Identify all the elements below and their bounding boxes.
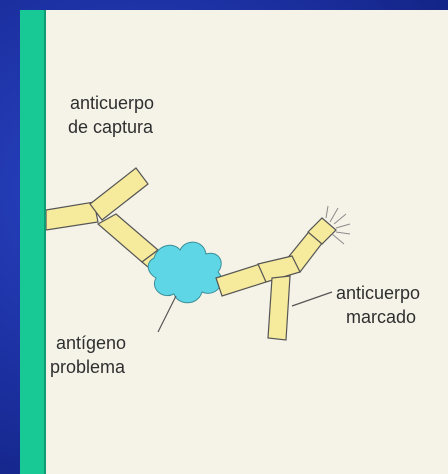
capture-antibody-lower-arm (98, 214, 158, 262)
capture-antibody-label-line2: de captura (68, 116, 153, 139)
side-accent-bar (20, 10, 46, 474)
antigen-label-line1: antígeno (56, 332, 126, 355)
antigen-blob (148, 242, 221, 303)
labeled-antibody-label-line1: anticuerpo (336, 282, 420, 305)
labeled-antibody-label-line2: marcado (346, 306, 416, 329)
labeled-antibody-stem (268, 276, 290, 340)
antigen-label-line2: problema (50, 356, 125, 379)
capture-antibody-upper-arm (90, 168, 148, 220)
antigen-pointer-line (158, 296, 176, 332)
labeled-antibody-lower-arm (216, 264, 266, 296)
elisa-sandwich-diagram (46, 10, 448, 474)
capture-antibody-label-line1: anticuerpo (70, 92, 154, 115)
diagram-panel: anticuerpo de captura antígeno problema … (46, 10, 448, 474)
labeled-antibody-pointer-line (292, 292, 332, 306)
capture-antibody-stem (46, 202, 98, 230)
